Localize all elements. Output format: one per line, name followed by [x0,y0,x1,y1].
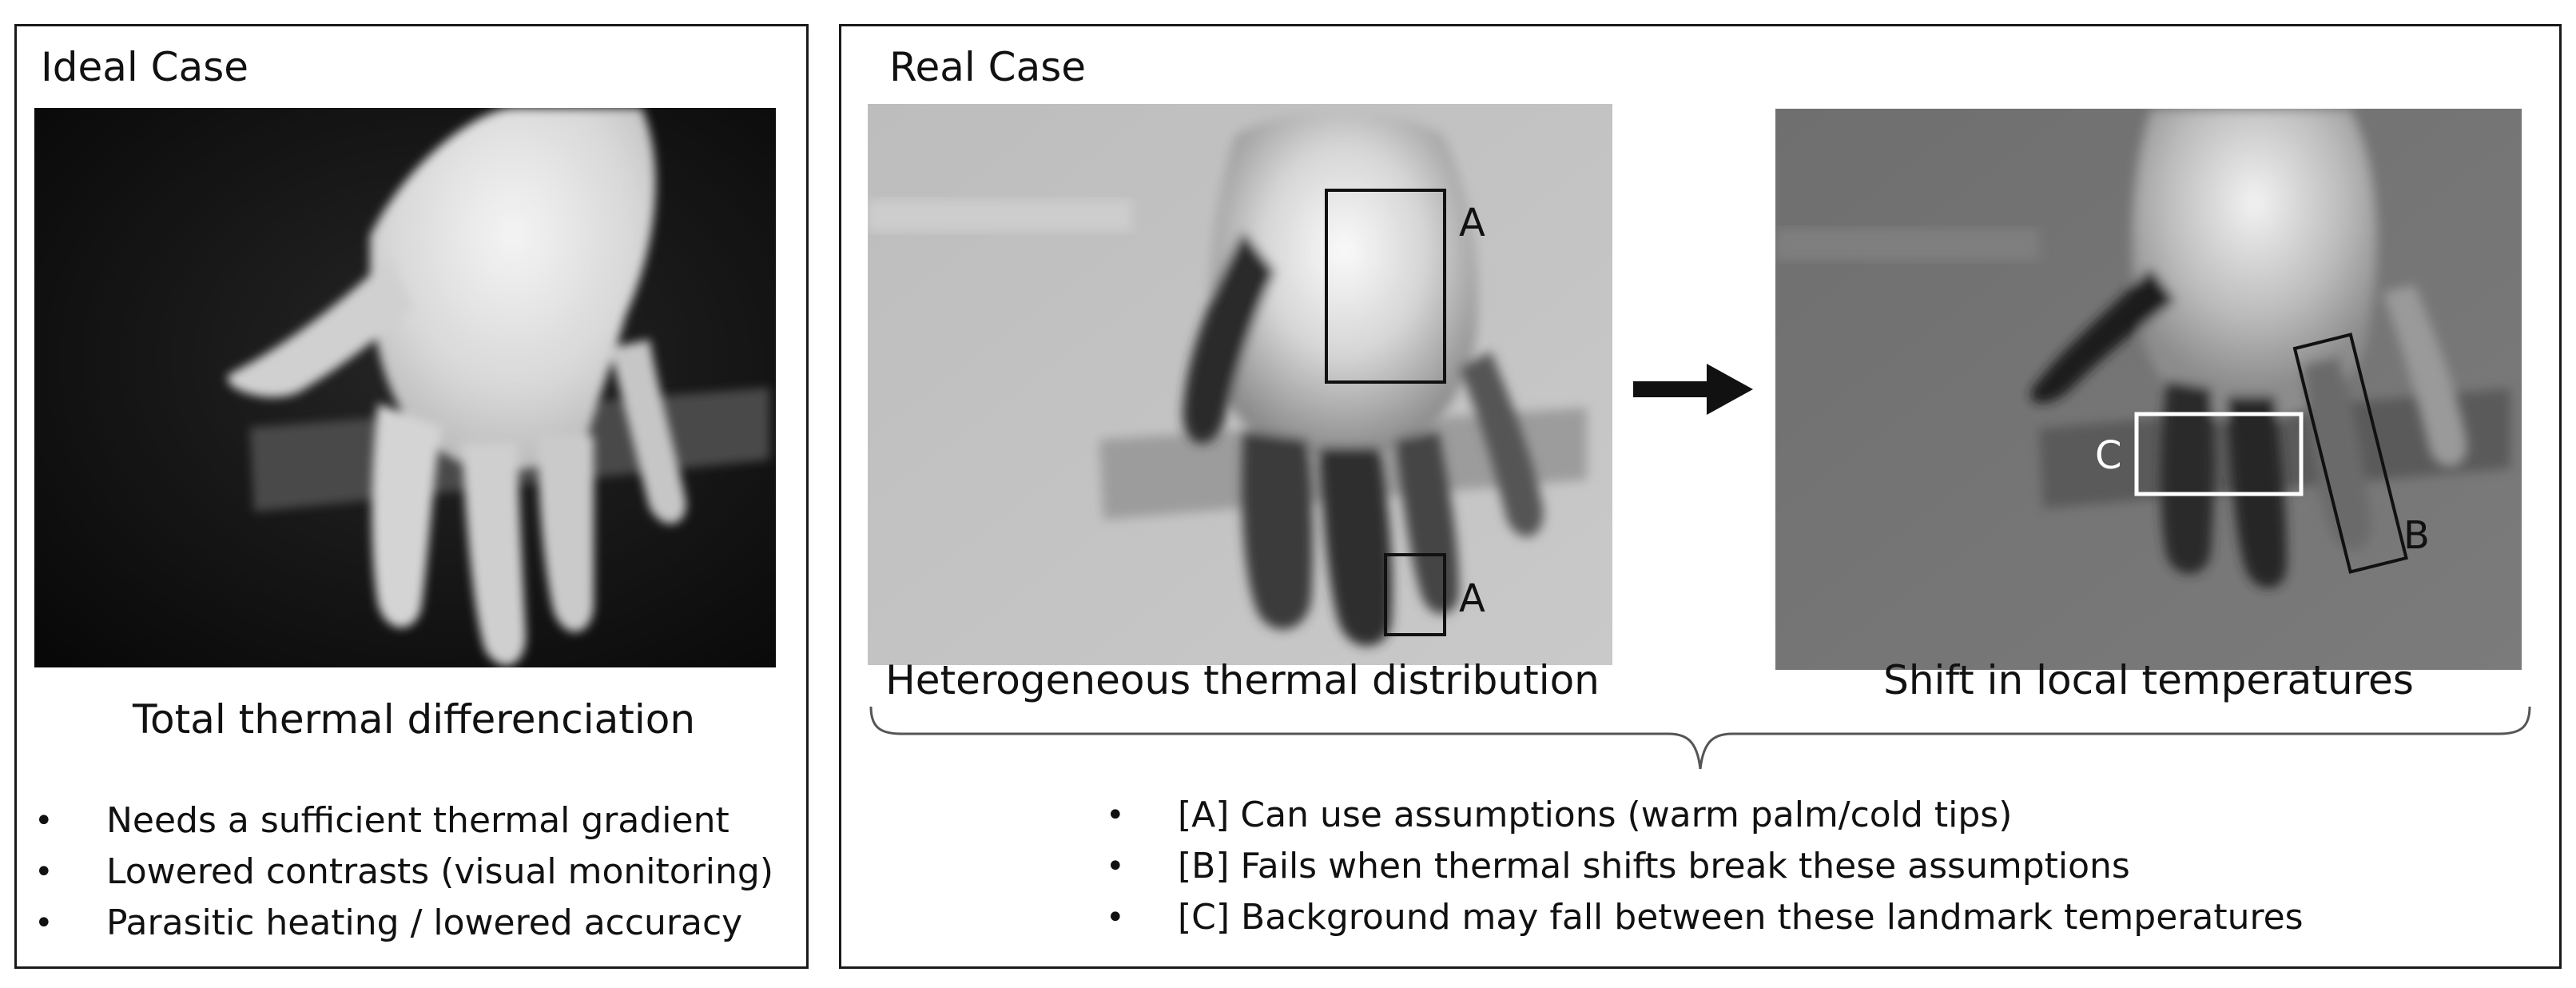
real-caption-right: Shift in local temperatures [1883,657,2414,703]
ideal-hand-shape [227,108,686,666]
real-hand-shape [1183,112,1544,647]
list-item: • Needs a sufficient thermal gradient [34,795,793,847]
real-case-title: Real Case [889,44,1087,90]
list-item: • [B] Fails when thermal shifts break the… [1106,841,2304,892]
marker-box-b [2292,333,2408,574]
real-caption-left: Heterogeneous thermal distribution [885,657,1600,703]
bullet-text: [B] Fails when thermal shifts break thes… [1178,846,2130,886]
list-item: • Lowered contrasts (visual monitoring) [34,847,793,898]
real-thermal-image-heterogeneous: A A [868,104,1612,665]
marker-box-a-top [1325,189,1446,384]
bullet-text: Lowered contrasts (visual monitoring) [106,851,773,892]
list-item: • Parasitic heating / lowered accuracy [34,898,793,949]
marker-box-c [2134,412,2304,496]
list-item: • [C] Background may fall between these l… [1106,892,2304,943]
bullet-text: [A] Can use assumptions (warm palm/cold … [1178,795,2013,835]
list-item: • [A] Can use assumptions (warm palm/cold… [1106,790,2304,841]
ideal-case-panel: Ideal Case Tot [14,24,809,969]
bullet-dot: • [34,905,54,942]
real-bullet-list: • [A] Can use assumptions (warm palm/cold… [1106,790,2304,943]
bullet-dot: • [1106,797,1125,834]
bullet-text: [C] Background may fall between these la… [1178,897,2304,938]
label-a-bottom: A [1459,576,1485,621]
ideal-caption: Total thermal differenciation [132,696,696,743]
bullet-dot: • [34,854,54,890]
bullet-dot: • [1106,848,1125,885]
ideal-thermal-image [34,108,776,667]
label-a-top: A [1459,201,1485,245]
ideal-bullet-list: • Needs a sufficient thermal gradient • Lo… [34,795,793,949]
label-c: C [2095,433,2122,478]
label-b: B [2403,513,2430,558]
right-arrow-icon [1633,364,1753,415]
grouping-brace [869,706,2531,770]
real-thermal-image-shifted: C B [1775,109,2522,670]
bullet-text: Needs a sufficient thermal gradient [106,800,729,841]
bullet-dot: • [34,803,54,839]
bullet-dot: • [1106,899,1125,936]
marker-box-a-bottom [1384,553,1446,636]
bullet-text: Parasitic heating / lowered accuracy [106,902,743,943]
ideal-case-title: Ideal Case [41,44,249,90]
